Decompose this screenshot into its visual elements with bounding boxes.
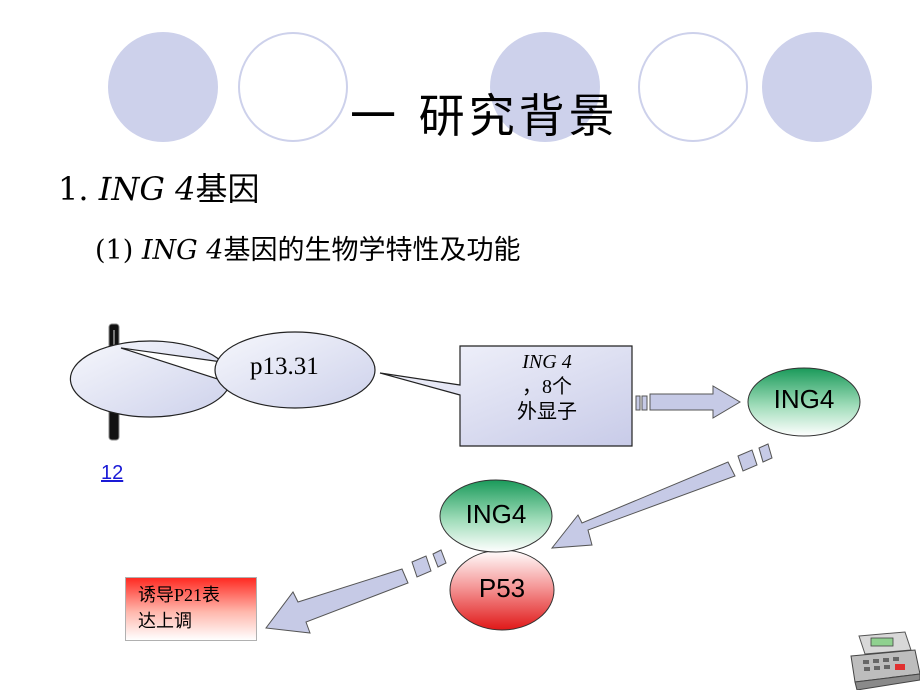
p53-label: P53 [478, 573, 526, 603]
gene-box-text: ING 4 ，8个 外显子 [462, 350, 632, 425]
decor-circle-5 [762, 32, 872, 142]
section-heading: 1. ING 4基因 [58, 164, 259, 210]
nav-button[interactable] [845, 628, 920, 691]
ing4-oval-complex [439, 479, 553, 553]
arrow-right [635, 385, 741, 419]
ing4-oval-right [747, 367, 861, 437]
locus-label: p13.31 [250, 353, 319, 380]
decor-circle-2 [238, 32, 348, 142]
chromosome-12-link[interactable]: 12 [101, 462, 124, 484]
arrow-diagonal-upper [550, 443, 773, 549]
heading-text: 基因 [195, 170, 260, 208]
subheading-number: (1) [95, 235, 142, 266]
gene-box-exon-label: 外显子 [517, 401, 577, 423]
ing4-label-right: ING4 [773, 384, 835, 414]
subsection-heading: (1) ING 4基因的生物学特性及功能 [95, 228, 520, 267]
result-line-2: 达上调 [138, 611, 192, 631]
heading-number: 1. [58, 170, 99, 208]
gene-box-name: ING 4 [522, 351, 572, 373]
decor-circle-1 [108, 32, 218, 142]
arrow-diagonal-lower [265, 549, 447, 634]
result-line-1: 诱导P21表 [138, 585, 221, 605]
result-box: 诱导P21表 达上调 [125, 577, 257, 641]
slide-title: 一 研究背景 [350, 89, 619, 143]
subheading-text: 基因的生物学特性及功能 [223, 235, 521, 266]
decor-circle-4 [638, 32, 748, 142]
gene-callout-box [379, 345, 633, 447]
locus-callout [69, 331, 376, 418]
subheading-gene-name: ING 4 [141, 235, 224, 266]
ing4-label-complex: ING4 [465, 499, 527, 529]
gene-box-exons: ，8个 [522, 376, 572, 398]
heading-gene-name: ING 4 [98, 170, 196, 208]
decor-circle-3 [490, 32, 600, 142]
cash-register-icon [850, 631, 920, 691]
